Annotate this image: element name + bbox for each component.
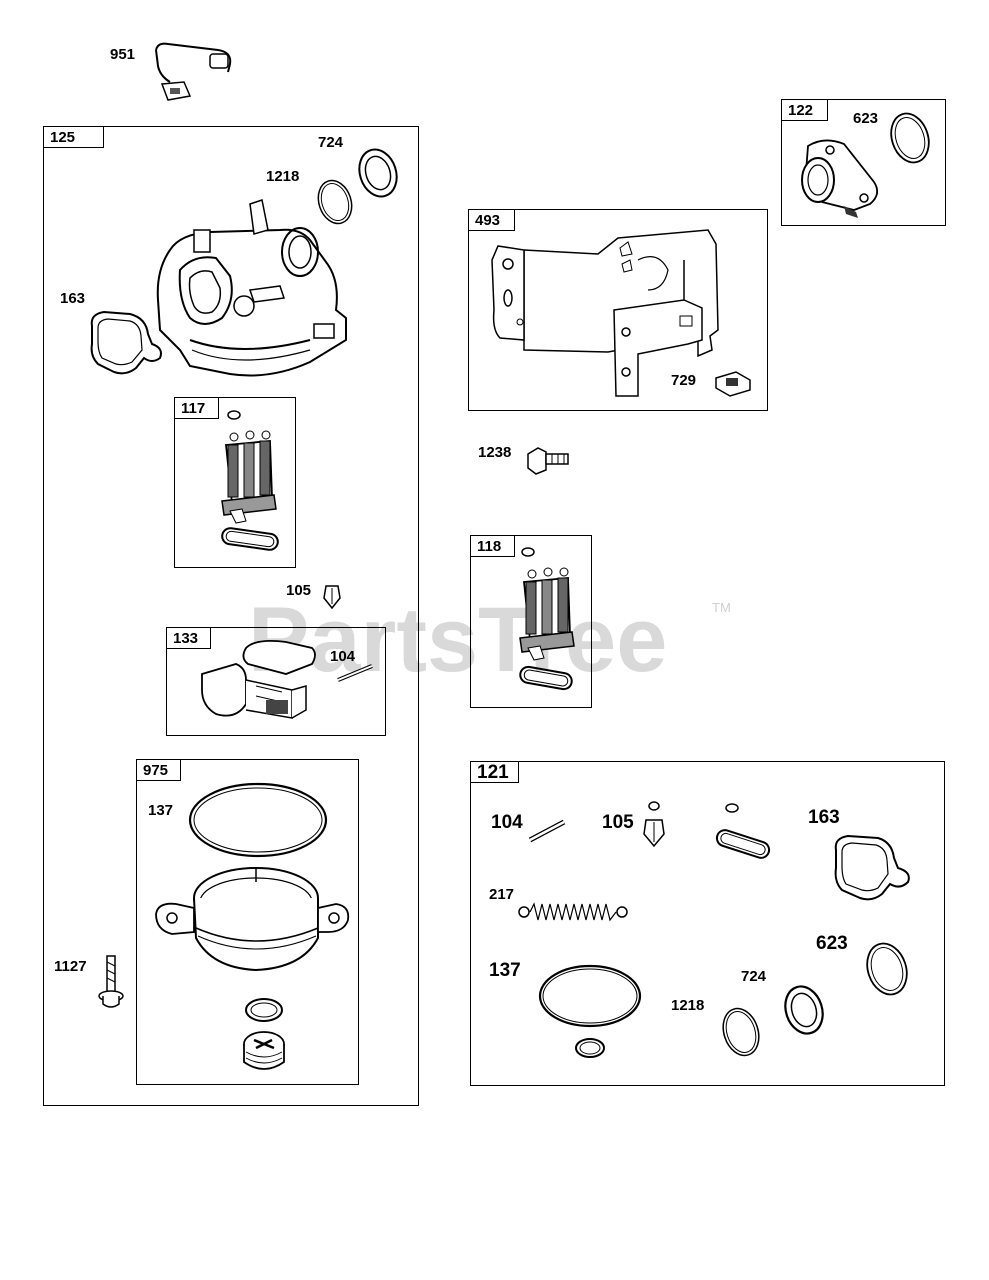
kit-121-label-724[interactable]: 724 bbox=[741, 968, 767, 985]
label-1218[interactable]: 1218 bbox=[266, 168, 300, 185]
kit-493-box: 493 bbox=[468, 209, 768, 411]
kit-121-part-105-needle[interactable] bbox=[640, 798, 668, 850]
part-724-gasket[interactable] bbox=[354, 146, 404, 200]
kit-117-box: 117 bbox=[174, 397, 296, 568]
part-975-float-bowl[interactable] bbox=[152, 858, 352, 988]
label-163[interactable]: 163 bbox=[60, 290, 86, 307]
kit-121-label-137[interactable]: 137 bbox=[489, 960, 521, 981]
label-951[interactable]: 951 bbox=[110, 46, 136, 63]
kit-121-label-105[interactable]: 105 bbox=[602, 812, 634, 833]
kit-975-tag[interactable]: 975 bbox=[137, 760, 181, 781]
kit-121-part-104-pin[interactable] bbox=[526, 818, 568, 844]
kit-121-label-104[interactable]: 104 bbox=[491, 812, 523, 833]
label-729[interactable]: 729 bbox=[671, 372, 697, 389]
part-117-float-assembly[interactable] bbox=[210, 405, 290, 565]
label-1127[interactable]: 1127 bbox=[54, 958, 87, 975]
kit-121-part-163-gasket[interactable] bbox=[830, 832, 914, 904]
kit-125-tag[interactable]: 125 bbox=[44, 127, 104, 148]
part-493-bracket[interactable] bbox=[488, 220, 728, 400]
label-137[interactable]: 137 bbox=[148, 802, 174, 819]
kit-121-part-137-oring[interactable] bbox=[536, 962, 644, 1062]
part-163-gasket[interactable] bbox=[86, 308, 166, 378]
label-105[interactable]: 105 bbox=[286, 582, 312, 599]
part-975-washer-and-nut[interactable] bbox=[240, 996, 288, 1076]
kit-121-label-1218[interactable]: 1218 bbox=[671, 997, 705, 1014]
part-118-float-assembly[interactable] bbox=[508, 542, 588, 702]
label-623[interactable]: 623 bbox=[853, 110, 879, 127]
part-122-adapter[interactable] bbox=[794, 132, 886, 218]
kit-118-box: 118 bbox=[470, 535, 592, 708]
kit-493-tag[interactable]: 493 bbox=[469, 210, 515, 231]
part-133-float[interactable] bbox=[196, 634, 376, 730]
kit-121-label-163[interactable]: 163 bbox=[808, 807, 840, 828]
kit-122-box: 122 bbox=[781, 99, 946, 226]
kit-118-tag[interactable]: 118 bbox=[471, 536, 515, 557]
kit-121-label-217[interactable]: 217 bbox=[489, 886, 515, 903]
kit-133-box: 133 bbox=[166, 627, 386, 736]
kit-121-box: 121 bbox=[470, 761, 945, 1086]
kit-121-part-seal-ring[interactable] bbox=[710, 800, 774, 872]
kit-975-box: 975 bbox=[136, 759, 359, 1085]
label-724[interactable]: 724 bbox=[318, 134, 344, 151]
kit-122-tag[interactable]: 122 bbox=[782, 100, 828, 121]
kit-121-part-1218-ring[interactable] bbox=[718, 1004, 764, 1060]
watermark-trademark: TM bbox=[712, 600, 731, 615]
part-1238-bolt[interactable] bbox=[524, 442, 572, 478]
kit-121-part-724-gasket[interactable] bbox=[778, 982, 830, 1038]
kit-121-part-623-gasket[interactable] bbox=[862, 940, 912, 998]
part-729-clip[interactable] bbox=[712, 368, 754, 398]
watermark-text: PartsTree bbox=[248, 589, 668, 691]
part-carburetor-body[interactable] bbox=[150, 190, 350, 380]
part-1127-screw[interactable] bbox=[96, 952, 126, 1012]
kit-121-label-623[interactable]: 623 bbox=[816, 933, 848, 954]
part-137-oring[interactable] bbox=[186, 780, 330, 860]
kit-121-tag[interactable]: 121 bbox=[471, 762, 519, 783]
part-105-needle[interactable] bbox=[320, 580, 344, 610]
kit-125-box: 125 bbox=[43, 126, 419, 1106]
part-1218-ring[interactable] bbox=[313, 176, 357, 228]
kit-121-part-217-spring[interactable] bbox=[516, 900, 630, 924]
kit-117-tag[interactable]: 117 bbox=[175, 398, 219, 419]
part-951-bracket[interactable] bbox=[148, 36, 238, 106]
label-1238[interactable]: 1238 bbox=[478, 444, 512, 461]
label-104[interactable]: 104 bbox=[330, 648, 356, 665]
kit-133-tag[interactable]: 133 bbox=[167, 628, 211, 649]
part-623-gasket[interactable] bbox=[886, 110, 934, 166]
